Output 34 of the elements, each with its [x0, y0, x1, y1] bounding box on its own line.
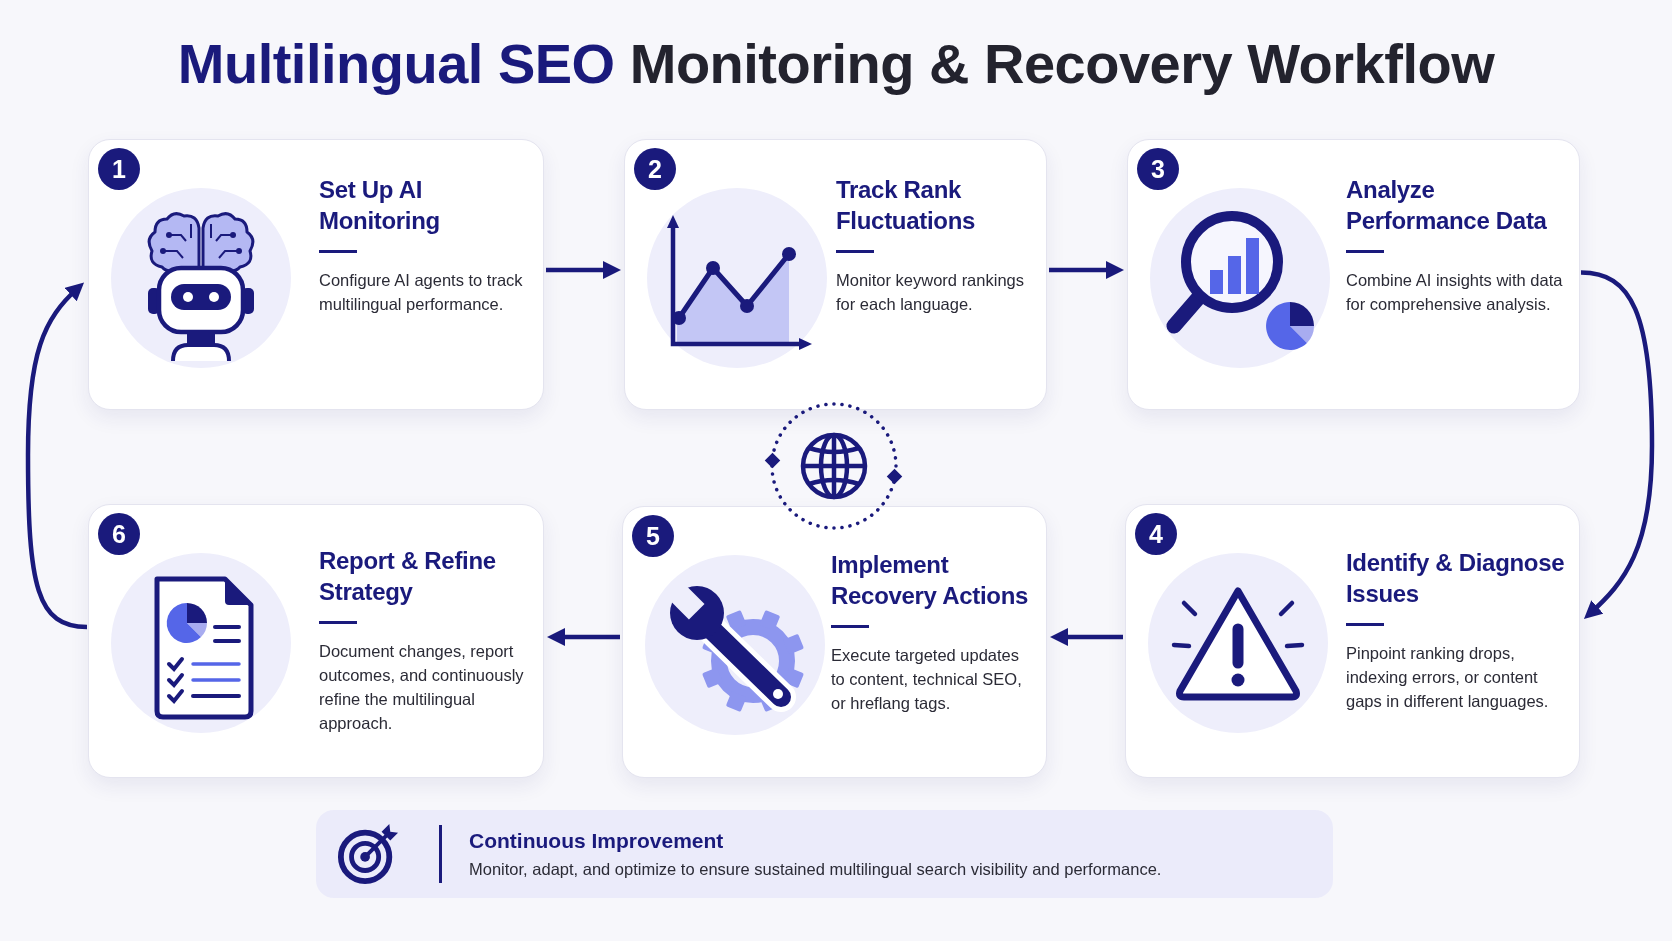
- step-title: Analyze Performance Data: [1346, 175, 1548, 237]
- step-description: Configure AI agents to track multilingual performance.: [319, 270, 524, 316]
- step-title: Implement Recovery Actions: [831, 550, 1030, 612]
- step-number-badge: 6: [98, 513, 140, 555]
- curved-arrow: [1580, 270, 1655, 620]
- step-card: [624, 139, 1047, 410]
- step-card: [622, 506, 1047, 778]
- step-title: Track Rank Fluctuations: [836, 175, 977, 237]
- step-number-badge: 5: [632, 515, 674, 557]
- step-description: Combine AI insights with data for comprehensive analysis.: [1346, 270, 1564, 316]
- step-number-badge: 2: [634, 148, 676, 190]
- step-title: Set Up AI Monitoring: [319, 175, 441, 237]
- banner-title: Continuous Improvement: [469, 828, 725, 855]
- step-card: [1125, 504, 1580, 778]
- step-description: Document changes, report outcomes, and continuously refine the multilingual approach.: [319, 641, 525, 735]
- step-number-badge: 4: [1135, 513, 1177, 555]
- step-description: Execute targeted updates to content, technical SEO, or hreflang tags.: [831, 645, 1023, 715]
- arrow: [1050, 628, 1123, 646]
- step-card: [1127, 139, 1580, 410]
- arrow: [547, 628, 620, 646]
- arrow: [1049, 261, 1124, 279]
- step-card: [88, 504, 544, 778]
- step-number-badge: 3: [1137, 148, 1179, 190]
- step-card: [88, 139, 544, 410]
- step-description: Pinpoint ranking drops, indexing errors, or content gaps in different languages.: [1346, 643, 1550, 713]
- curved-arrow: [25, 282, 88, 630]
- step-description: Monitor keyword rankings for each language.: [836, 270, 1025, 316]
- step-number-badge: 1: [98, 148, 140, 190]
- banner-panel: [316, 810, 1333, 898]
- banner-description: Monitor, adapt, and optimize to ensure sustained multilingual search visibility and performance.: [469, 858, 1162, 880]
- step-title: Identify & Diagnose Issues: [1346, 548, 1566, 610]
- step-title: Report & Refine Strategy: [319, 546, 497, 608]
- page-title: Multilingual SEO Monitoring & Recovery Workflow: [176, 31, 1496, 97]
- arrow: [546, 261, 621, 279]
